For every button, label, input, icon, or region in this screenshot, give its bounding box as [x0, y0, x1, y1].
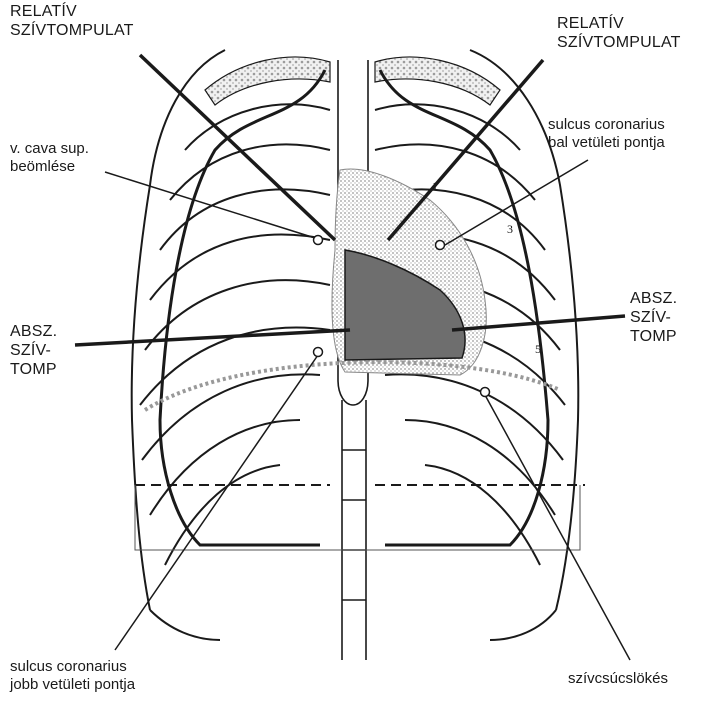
- rib-number-1: 1: [432, 179, 438, 193]
- label-line: v. cava sup.: [10, 140, 89, 158]
- pointer-vcava: [105, 172, 315, 238]
- rib-number-3: 3: [507, 222, 513, 236]
- label-line: SZÍVTOMPULAT: [557, 34, 681, 53]
- label-line: TOMP: [10, 361, 57, 380]
- label-line: SZÍV-: [630, 309, 677, 328]
- label-line: TOMP: [630, 328, 677, 347]
- pointer-apex: [485, 395, 630, 660]
- sulcus-right-landmark: [314, 348, 323, 357]
- clavicles: [205, 57, 500, 105]
- label-relativ-right: RELATÍV SZÍVTOMPULAT: [557, 15, 681, 53]
- label-line: SZÍVTOMPULAT: [10, 22, 134, 41]
- label-line: jobb vetületi pontja: [10, 676, 135, 694]
- label-absz-left: ABSZ. SZÍV- TOMP: [10, 323, 57, 380]
- label-line: ABSZ.: [10, 323, 57, 342]
- label-vcava: v. cava sup. beömlése: [10, 140, 89, 175]
- label-apex: szívcsúcslökés: [568, 670, 668, 688]
- apex-landmark: [481, 388, 490, 397]
- label-sulcus-right: sulcus coronarius jobb vetületi pontja: [10, 658, 135, 693]
- label-line: RELATÍV: [10, 3, 134, 22]
- label-line: szívcsúcslökés: [568, 670, 668, 688]
- label-line: SZÍV-: [10, 342, 57, 361]
- label-relativ-left: RELATÍV SZÍVTOMPULAT: [10, 3, 134, 41]
- label-line: sulcus coronarius: [548, 116, 665, 134]
- vcava-landmark: [314, 236, 323, 245]
- pointer-absz-left: [75, 330, 350, 345]
- label-line: ABSZ.: [630, 290, 677, 309]
- label-sulcus-left: sulcus coronarius bal vetületi pontja: [548, 116, 665, 151]
- label-line: beömlése: [10, 158, 89, 176]
- label-line: sulcus coronarius: [10, 658, 135, 676]
- label-absz-right: ABSZ. SZÍV- TOMP: [630, 290, 677, 347]
- rib-number-5: 5: [535, 342, 541, 356]
- sulcus-left-landmark: [436, 241, 445, 250]
- label-line: RELATÍV: [557, 15, 681, 34]
- label-line: bal vetületi pontja: [548, 134, 665, 152]
